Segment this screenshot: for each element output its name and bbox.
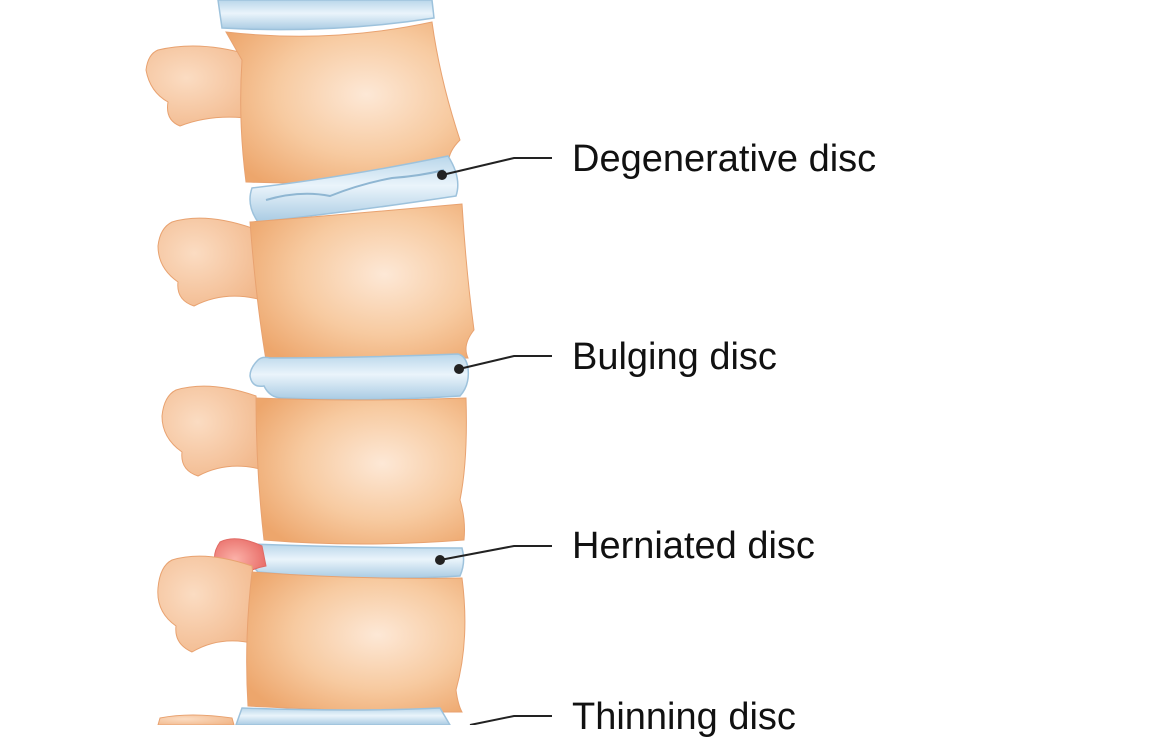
leader-bulging [454,355,552,374]
disc-herniated [248,543,465,579]
label-bulging-disc: Bulging disc [572,336,777,378]
disc-top [217,0,435,31]
leader-degenerative [437,157,552,180]
disc-degenerative-crack [265,169,445,201]
vertebra-3 [161,385,467,545]
label-degenerative-disc: Degenerative disc [572,138,877,180]
label-herniated-disc: Herniated disc [572,525,815,567]
leader-herniated [435,545,552,565]
vertebra-5-partial [157,714,235,725]
vertebra-4 [157,555,466,713]
vertebra-2 [157,203,475,362]
leader-thinning [469,715,552,725]
disc-bulging [249,353,470,401]
label-thinning-disc: Thinning disc [572,696,796,738]
disc-thinning [235,707,451,725]
vertebra-1 [145,21,461,184]
